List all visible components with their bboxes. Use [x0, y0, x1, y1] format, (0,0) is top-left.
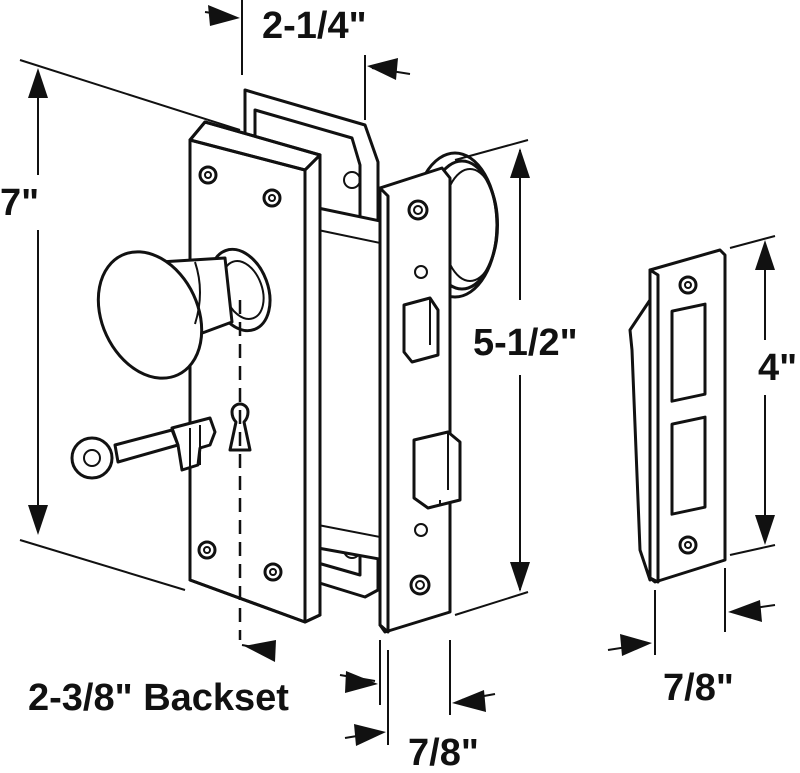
strike-height-label: 4" — [758, 347, 797, 389]
dim-faceplate-height: 5-1/2" — [454, 139, 578, 616]
backset-label: 2-3/8" Backset — [28, 677, 289, 719]
mortise-case — [316, 206, 387, 562]
strike-plate — [628, 248, 727, 584]
dead-bolt — [412, 430, 462, 510]
dim-backset: 2-3/8" Backset — [28, 640, 381, 719]
dim-faceplate-width: 7/8" — [344, 640, 496, 773]
overall-height-label: 7" — [0, 182, 39, 224]
dim-strike-width: 7/8" — [607, 568, 776, 709]
front-escutcheon-plate — [188, 120, 322, 624]
faceplate-height-label: 5-1/2" — [473, 322, 578, 364]
skeleton-key-icon — [70, 416, 217, 480]
latch-bolt — [402, 296, 440, 364]
dim-strike-height: 4" — [729, 235, 797, 556]
dim-rose-width: 2-1/4" — [204, 0, 411, 120]
faceplate-width-label: 7/8" — [408, 732, 479, 773]
front-knob — [96, 247, 272, 380]
faceplate — [378, 166, 462, 634]
keyhole-icon — [228, 402, 252, 452]
strike-width-label: 7/8" — [663, 667, 734, 709]
dim-overall-height: 7" — [0, 59, 241, 591]
rose-width-label: 2-1/4" — [262, 5, 367, 47]
